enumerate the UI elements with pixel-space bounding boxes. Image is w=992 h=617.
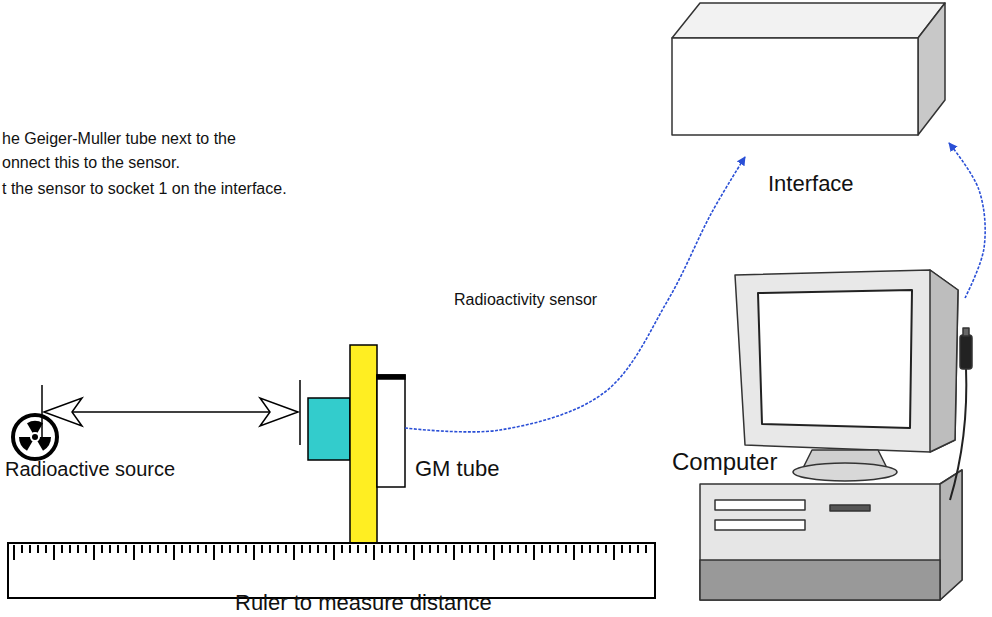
interface-box: Interface	[672, 0, 945, 135]
sensor-cable	[405, 157, 745, 432]
node-label: Interface	[768, 171, 854, 196]
node-label: GM tube	[415, 456, 499, 481]
gm-tube-drawing	[308, 345, 405, 572]
sensor-cable	[949, 143, 985, 298]
instruction-text: he Geiger-Muller tube next to the	[2, 129, 236, 148]
computer-drawing	[700, 270, 972, 600]
edge-label: Radioactivity sensor	[452, 290, 599, 309]
instruction-text: t the sensor to socket 1 on the interfac…	[2, 179, 287, 198]
computer: Computer	[700, 268, 965, 603]
ruler-drawing	[8, 543, 655, 598]
node-label: Ruler to measure distance	[235, 590, 492, 615]
gm-tube: GM tube	[308, 345, 405, 572]
radiation-symbol	[13, 415, 57, 459]
node-label: Radioactive source	[5, 458, 175, 481]
radioactive-source: Radioactive source	[8, 412, 63, 464]
instruction-text: onnect this to the sensor.	[2, 153, 180, 172]
ruler: Ruler to measure distance	[8, 543, 655, 598]
node-label: Computer	[672, 448, 777, 476]
interface-unit	[672, 3, 945, 135]
distance-dimension	[42, 380, 300, 445]
